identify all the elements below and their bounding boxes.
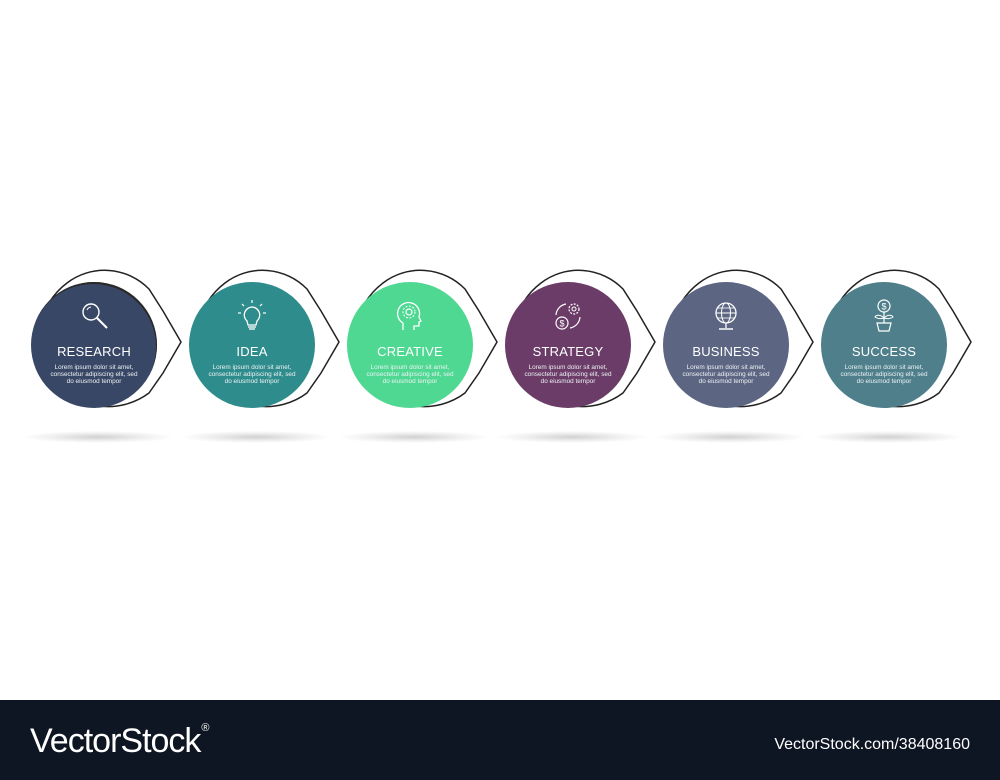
- money-gear-cycle-icon: $: [555, 303, 581, 330]
- step-strategy: $ STRATEGY Lorem ipsum dolor sit amet, c…: [497, 269, 665, 445]
- infographic-canvas: RESEARCH Lorem ipsum dolor sit amet, con…: [23, 269, 981, 445]
- step-success: $ SUCCESS Lorem ipsum dolor sit amet, co…: [813, 269, 981, 445]
- lightbulb-icon: [238, 300, 266, 330]
- money-plant-icon: $: [874, 299, 894, 332]
- step-title: STRATEGY: [532, 344, 604, 359]
- step-description: Lorem ipsum dolor sit amet, consectetur …: [366, 364, 454, 385]
- step-shadow: [23, 431, 173, 443]
- step-disc: RESEARCH Lorem ipsum dolor sit amet, con…: [31, 282, 157, 408]
- footer-bar: VectorStock® VectorStock.com/38408160: [0, 700, 1000, 780]
- step-description: Lorem ipsum dolor sit amet, consectetur …: [50, 364, 138, 385]
- step-title: CREATIVE: [377, 344, 443, 359]
- svg-text:$: $: [881, 302, 886, 312]
- step-title: SUCCESS: [851, 344, 917, 359]
- step-description: Lorem ipsum dolor sit amet, consectetur …: [208, 364, 296, 385]
- step-business: BUSINESS Lorem ipsum dolor sit amet, con…: [655, 269, 823, 445]
- step-disc: $ SUCCESS Lorem ipsum dolor sit amet, co…: [821, 282, 947, 408]
- step-shadow: [339, 431, 489, 443]
- step-title: BUSINESS: [692, 344, 760, 359]
- globe-icon: [715, 302, 737, 330]
- step-title: RESEARCH: [57, 344, 131, 359]
- brand-logo: VectorStock®: [30, 722, 210, 761]
- step-research: RESEARCH Lorem ipsum dolor sit amet, con…: [23, 269, 191, 445]
- registered-mark: ®: [201, 722, 210, 734]
- step-description: Lorem ipsum dolor sit amet, consectetur …: [682, 364, 770, 385]
- magnifier-icon: [82, 303, 108, 329]
- brand-name: VectorStock: [30, 722, 201, 760]
- step-creative: CREATIVE Lorem ipsum dolor sit amet, con…: [339, 269, 507, 445]
- step-shadow: [497, 431, 647, 443]
- step-title: IDEA: [236, 344, 268, 359]
- step-shadow: [813, 431, 963, 443]
- step-disc: BUSINESS Lorem ipsum dolor sit amet, con…: [663, 282, 789, 408]
- step-shadow: [655, 431, 805, 443]
- step-description: Lorem ipsum dolor sit amet, consectetur …: [524, 364, 612, 385]
- step-disc: CREATIVE Lorem ipsum dolor sit amet, con…: [347, 282, 473, 408]
- step-disc: $ STRATEGY Lorem ipsum dolor sit amet, c…: [505, 282, 631, 408]
- svg-text:$: $: [559, 319, 564, 329]
- step-disc: IDEA Lorem ipsum dolor sit amet, consect…: [189, 282, 315, 408]
- step-description: Lorem ipsum dolor sit amet, consectetur …: [840, 364, 928, 385]
- step-shadow: [181, 431, 331, 443]
- head-gear-icon: [396, 301, 422, 330]
- image-credit: VectorStock.com/38408160: [774, 736, 970, 753]
- step-idea: IDEA Lorem ipsum dolor sit amet, consect…: [181, 269, 349, 445]
